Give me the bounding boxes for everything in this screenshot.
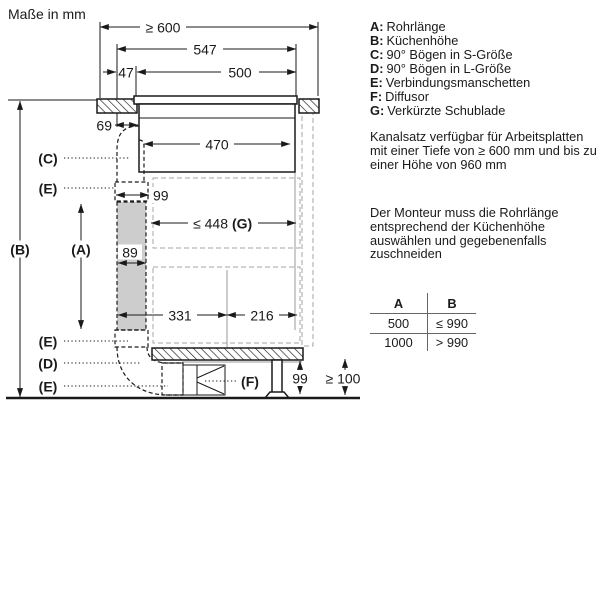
label-drawer-448: ≤ 448	[193, 216, 228, 232]
leader-lines	[64, 157, 237, 387]
label-99-base: 99	[292, 371, 308, 387]
label-470: 470	[205, 137, 229, 153]
duct-bend-l-outer	[116, 346, 183, 396]
table-header-A: A	[370, 293, 428, 314]
label-216: 216	[250, 308, 274, 324]
legend-item-A: A:Rohrlänge	[370, 19, 446, 34]
duct-connector-upper	[114, 181, 149, 202]
legend-item-C: C:90° Bögen in S-Größe	[370, 47, 513, 62]
duct-connector-lower	[114, 329, 149, 348]
countertop-right	[298, 98, 320, 114]
dimension-labels: ≥ 600 547 47 500 69 470 99 ≤ 448 (G) 89 …	[96, 19, 364, 387]
label-ref-F: (F)	[241, 374, 259, 390]
label-ref-C: (C)	[38, 151, 57, 167]
label-89: 89	[122, 245, 138, 261]
cabinet-bottom-panel	[151, 347, 304, 361]
legend-item-F: F:Diffusor	[370, 89, 429, 104]
legend-item-E: E:Verbindungsmanschetten	[370, 75, 531, 90]
label-ref-A: (A)	[71, 242, 90, 258]
label-99-duct: 99	[153, 188, 169, 204]
legend-item-D: D:90° Bögen in L-Größe	[370, 61, 512, 76]
legend: A:Rohrlänge B:Küchenhöhe C:90° Bögen in …	[370, 20, 598, 118]
countertop-left	[96, 98, 138, 114]
drawer-outline-top	[152, 177, 301, 249]
legend-item-G: G:Verkürzte Schublade	[370, 103, 506, 118]
diffusor	[182, 364, 226, 396]
pipe-length-table: A B 500 ≤ 990 1000 > 990	[370, 293, 476, 351]
label-100-base: ≥ 100	[326, 371, 361, 387]
page-title: Maße in mm	[8, 6, 86, 22]
label-331: 331	[168, 308, 192, 324]
label-69: 69	[96, 118, 112, 134]
duct-bend-s-outer	[116, 125, 140, 182]
label-47: 47	[118, 65, 134, 81]
legend-item-B: B:Küchenhöhe	[370, 33, 459, 48]
cabinet-leg	[271, 359, 283, 394]
label-ref-B: (B)	[10, 242, 29, 258]
hob-top-plate	[133, 95, 298, 105]
cabinet-back-panel	[301, 112, 314, 347]
note-availability: Kanalsatz verfügbar für Arbeitsplatten m…	[370, 129, 597, 172]
label-500: 500	[228, 65, 252, 81]
duct-connector-end	[161, 362, 184, 396]
reference-labels: (B) (A) (C) (E) (E) (D) (E) (F)	[5, 151, 259, 395]
label-547: 547	[193, 42, 217, 58]
dimension-diagram: ≥ 600 547 47 500 69 470 99 ≤ 448 (G) 89 …	[5, 19, 364, 400]
label-ref-E2: (E)	[39, 334, 58, 350]
note-installer: Der Monteur muss die Rohrlänge entsprech…	[370, 205, 559, 262]
label-ref-E1: (E)	[39, 181, 58, 197]
label-ref-D: (D)	[38, 356, 57, 372]
label-total-width: ≥ 600	[146, 20, 181, 36]
table-header-B: B	[427, 293, 476, 314]
label-ref-E3: (E)	[39, 379, 58, 395]
label-ref-G: (G)	[232, 216, 252, 232]
table-row: 1000 > 990	[370, 333, 476, 351]
table-row: 500 ≤ 990	[370, 313, 476, 334]
table-header-row: A B	[370, 293, 476, 314]
duct-pipe	[116, 201, 147, 331]
